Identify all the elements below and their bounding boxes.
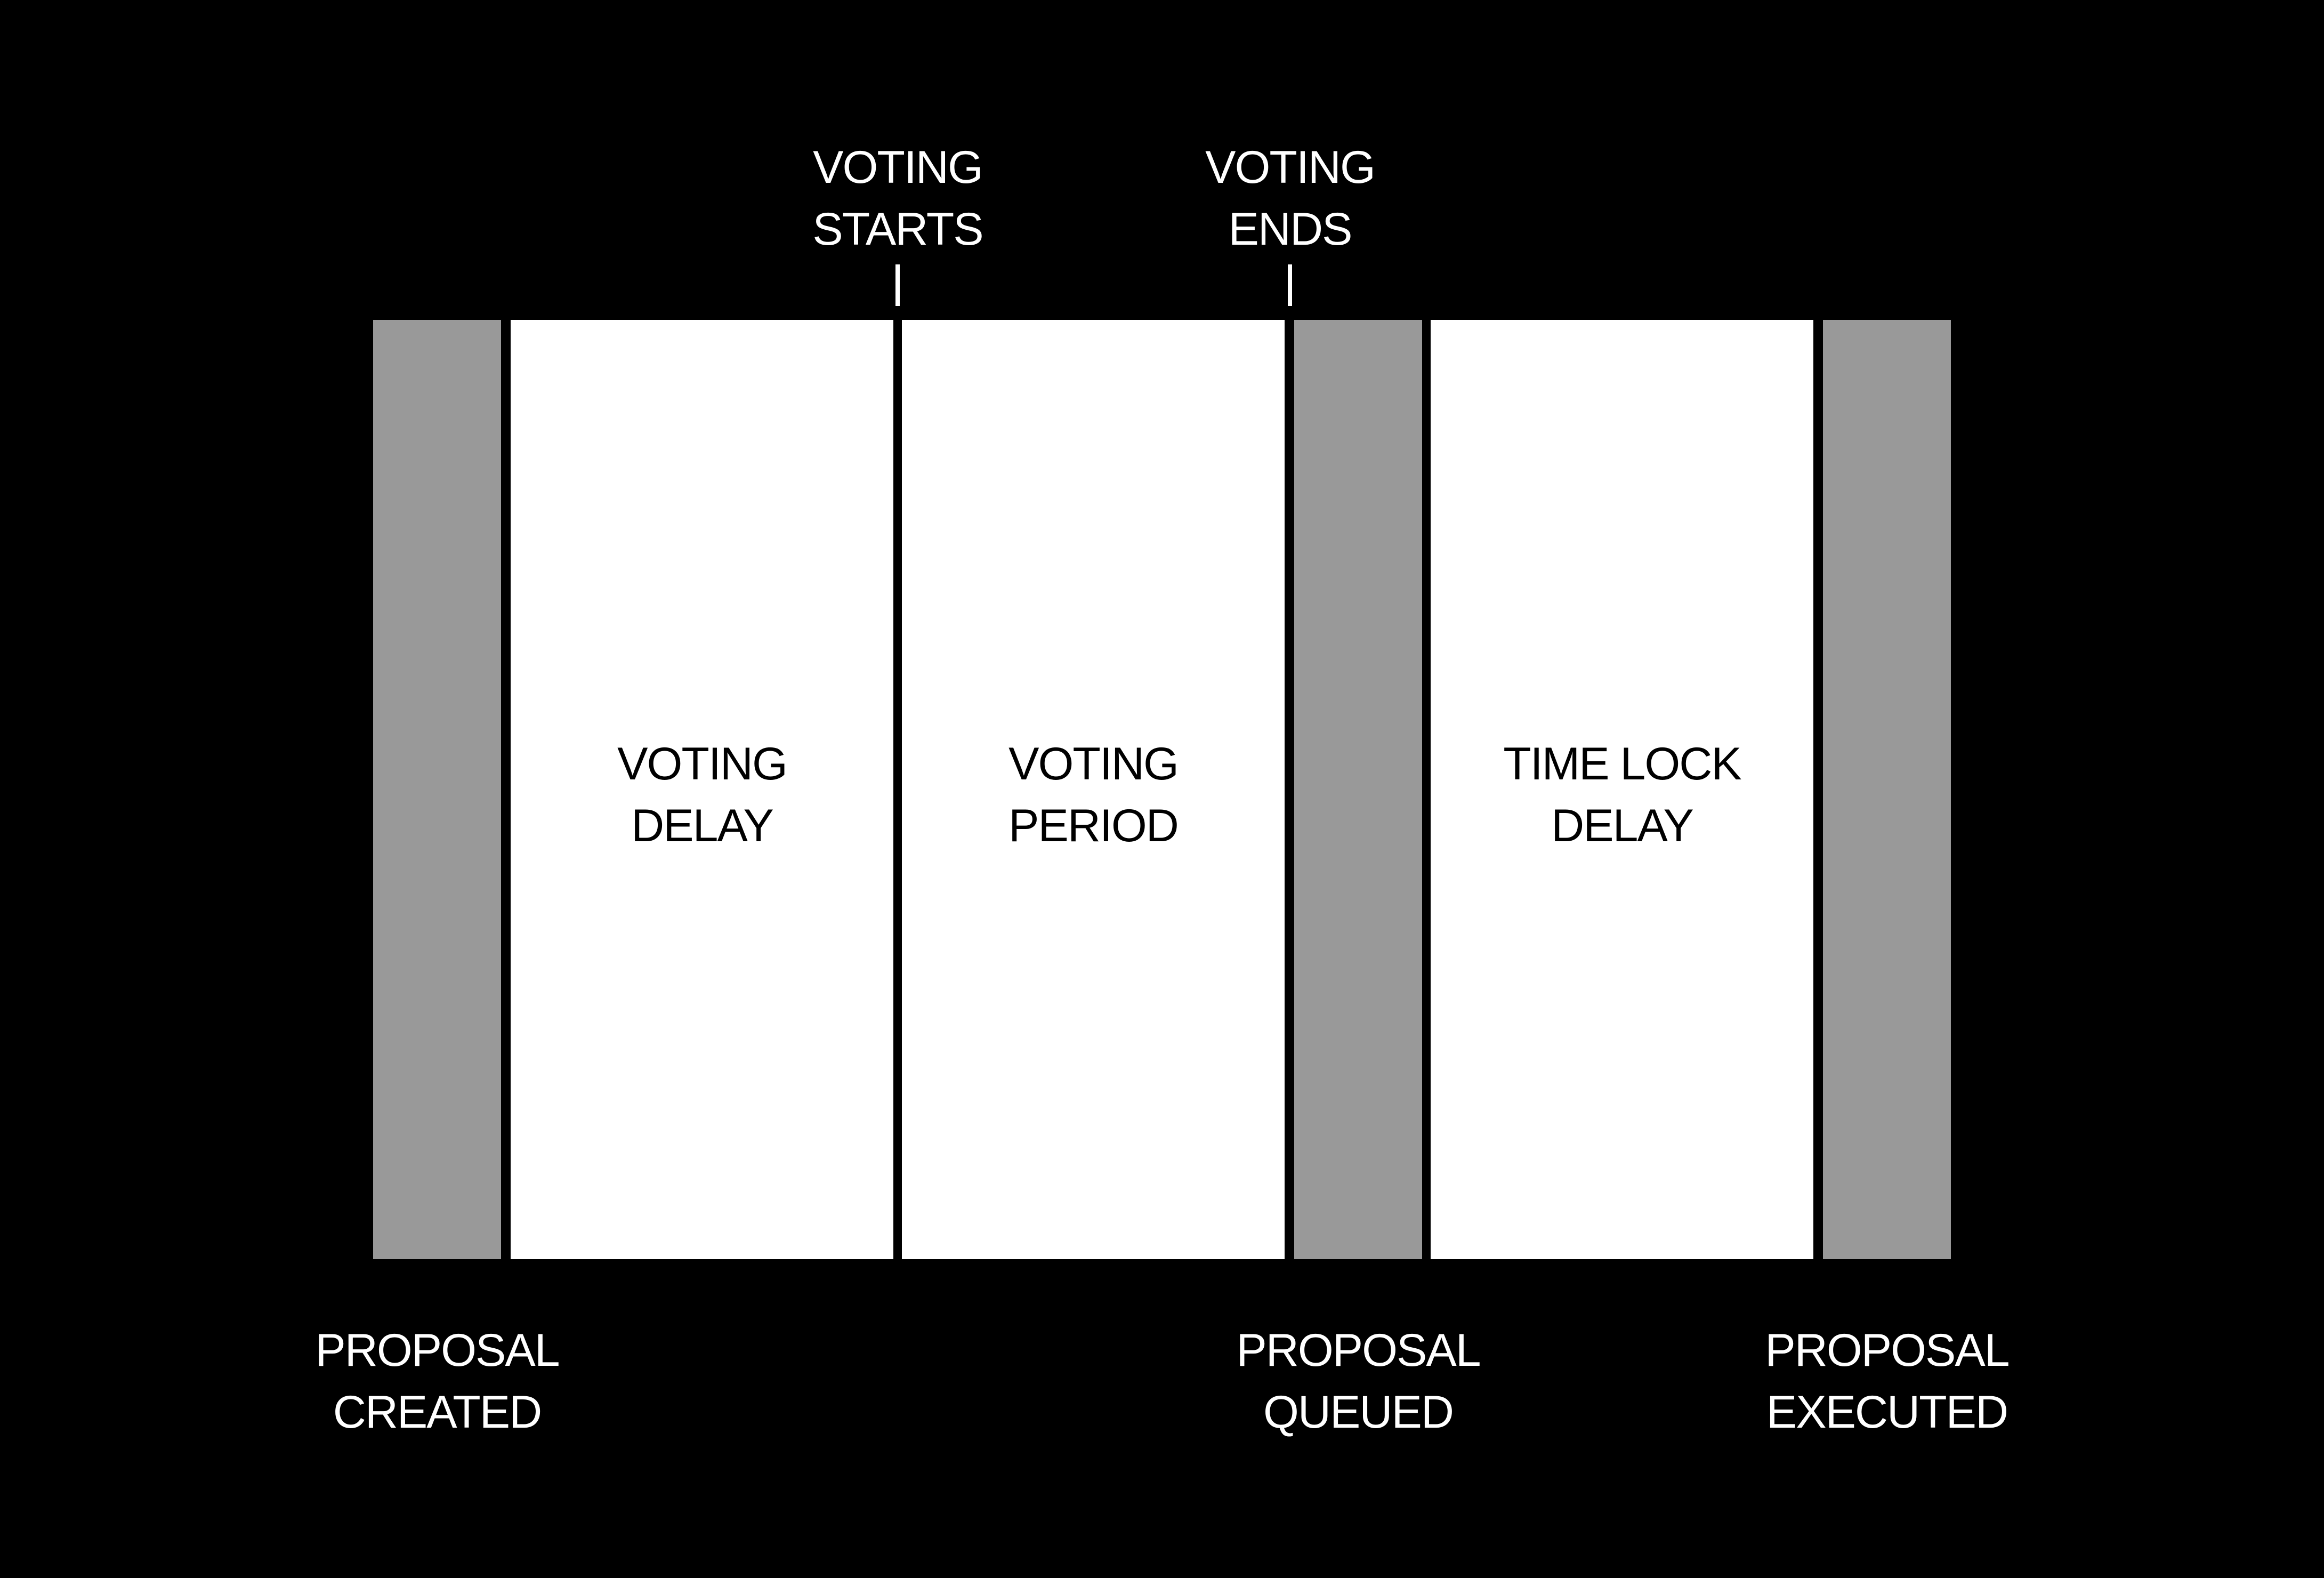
- proposal-queued-bar: [1294, 320, 1422, 1259]
- voting-delay-block: VOTING DELAY: [511, 320, 893, 1259]
- voting-ends-tick: [1288, 264, 1292, 306]
- voting-period-label: VOTING PERIOD: [902, 733, 1285, 857]
- voting-ends-label: VOTING ENDS: [1130, 136, 1450, 260]
- proposal-executed-line2: EXECUTED: [1766, 1387, 2008, 1438]
- proposal-queued-line2: QUEUED: [1263, 1387, 1454, 1438]
- proposal-queued-label: PROPOSAL QUEUED: [1198, 1319, 1518, 1443]
- voting-starts-tick: [895, 264, 900, 306]
- voting-starts-label: VOTING STARTS: [738, 136, 1058, 260]
- proposal-executed-bar: [1823, 320, 1951, 1259]
- voting-starts-line2: STARTS: [812, 204, 983, 255]
- proposal-executed-line1: PROPOSAL: [1765, 1325, 2010, 1376]
- proposal-created-line2: CREATED: [333, 1387, 543, 1438]
- proposal-created-line1: PROPOSAL: [315, 1325, 560, 1376]
- time-lock-delay-block: TIME LOCK DELAY: [1431, 320, 1813, 1259]
- voting-ends-line1: VOTING: [1205, 142, 1376, 193]
- time-lock-delay-line2: DELAY: [1551, 800, 1694, 851]
- voting-period-line2: PERIOD: [1008, 800, 1179, 851]
- voting-ends-line2: ENDS: [1228, 204, 1353, 255]
- proposal-executed-label: PROPOSAL EXECUTED: [1727, 1319, 2047, 1443]
- proposal-queued-line1: PROPOSAL: [1236, 1325, 1481, 1376]
- time-lock-delay-label: TIME LOCK DELAY: [1431, 733, 1813, 857]
- time-lock-delay-line1: TIME LOCK: [1503, 738, 1742, 790]
- proposal-created-label: PROPOSAL CREATED: [277, 1319, 597, 1443]
- voting-delay-label: VOTING DELAY: [511, 733, 893, 857]
- voting-delay-line1: VOTING: [617, 738, 788, 790]
- voting-starts-line1: VOTING: [813, 142, 983, 193]
- voting-delay-line2: DELAY: [631, 800, 774, 851]
- proposal-created-bar: [373, 320, 501, 1259]
- voting-period-line1: VOTING: [1008, 738, 1179, 790]
- voting-period-block: VOTING PERIOD: [902, 320, 1285, 1259]
